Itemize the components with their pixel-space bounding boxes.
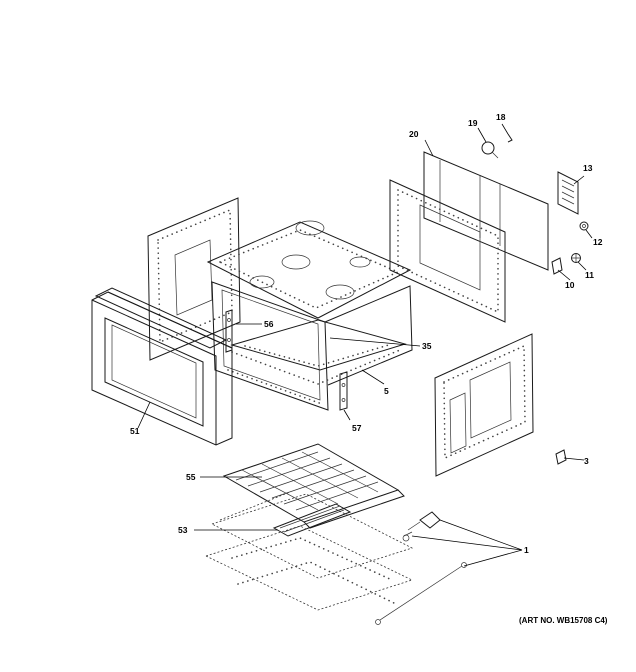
art-number: (ART NO. WB15708 C4) [519,616,608,625]
light-socket [481,141,499,159]
bake-element [219,491,352,537]
door-hinge-right [339,371,348,411]
bottom-tray [230,319,407,371]
back-panel [389,179,506,323]
callout-13: 13 [583,163,593,173]
rear-wall-panel [423,151,549,271]
callout-35: 35 [422,341,432,351]
left-side-panel [147,197,241,361]
oven-top-frame [206,220,412,319]
fan-blade-11 [571,253,581,263]
callout-12: 12 [593,237,603,247]
motor-shaft-10 [551,257,563,275]
callout-3: 3 [584,456,589,466]
leader-lines [137,123,593,567]
callout-18: 18 [496,112,506,122]
temperature-sensor-wiring [375,511,467,625]
callout-10: 10 [565,280,575,290]
bracket-3 [555,449,567,465]
callout-53: 53 [178,525,188,535]
callout-51: 51 [130,426,140,436]
callout-19: 19 [468,118,478,128]
callout-56: 56 [264,319,274,329]
convection-fan-cover [557,171,579,215]
door-hinge-left [225,309,233,353]
callout-11: 11 [585,270,594,280]
bulb-clip [507,133,513,143]
right-side-panel [434,333,534,477]
callout-1: 1 [524,545,529,555]
callout-57: 57 [352,423,362,433]
callout-55: 55 [186,472,196,482]
callout-5: 5 [384,386,389,396]
oven-rack [222,443,405,529]
oven-door [91,287,233,446]
oven-cavity-frame [211,281,413,411]
nut-12 [579,221,589,231]
callout-20: 20 [409,129,419,139]
lower-frames [204,493,414,611]
